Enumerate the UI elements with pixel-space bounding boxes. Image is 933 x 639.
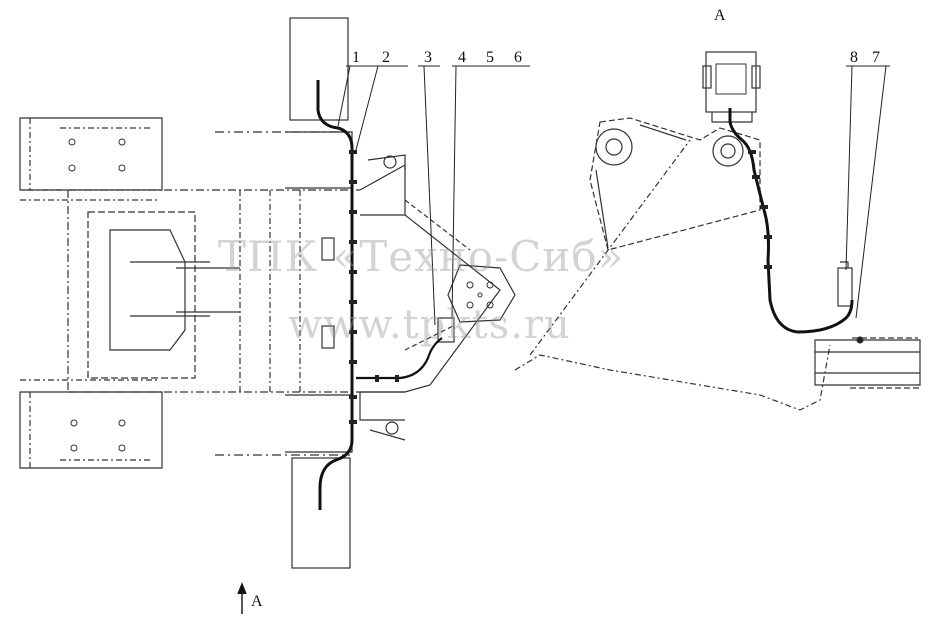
frame-bracket-top	[19, 117, 163, 191]
callout-6: 6	[514, 49, 522, 66]
bottom-wheel	[291, 457, 351, 569]
callout-1: 1	[352, 49, 360, 66]
frame-bracket-bottom	[19, 391, 163, 469]
pivot-hole-bottom	[385, 421, 399, 435]
callout-8: 8	[850, 49, 858, 66]
arm-hole-2	[712, 135, 744, 167]
hose-clips	[349, 150, 399, 424]
callout-7: 7	[872, 49, 880, 66]
right-hose-clips	[748, 150, 772, 269]
callout-leaders-left	[337, 65, 530, 326]
callout-4: 4	[458, 49, 466, 66]
connector-block	[437, 317, 455, 343]
left-hose	[316, 80, 443, 510]
right-view-a	[514, 51, 921, 411]
right-hose	[728, 108, 854, 334]
view-label-a: A	[714, 7, 726, 24]
view-arrow	[237, 582, 247, 614]
arm-hole-1	[595, 128, 633, 166]
bolt-holes	[68, 138, 126, 452]
top-wheel	[289, 17, 349, 121]
left-frame-view	[19, 17, 516, 569]
callout-3: 3	[424, 49, 432, 66]
pump-block	[705, 51, 757, 113]
view-arrow-label: A	[251, 593, 263, 610]
mount-block-lower	[321, 325, 335, 349]
frame-body	[67, 189, 360, 393]
callout-5: 5	[486, 49, 494, 66]
gear-plate	[447, 264, 516, 323]
boom-outline	[514, 139, 831, 411]
pivot-hole-top	[383, 155, 397, 169]
mount-block-upper	[321, 237, 335, 261]
callout-leaders-right	[845, 65, 890, 319]
arm-plate	[589, 117, 761, 251]
callout-2: 2	[382, 49, 390, 66]
attachment-rail	[814, 339, 921, 386]
fitting-body	[837, 267, 853, 307]
